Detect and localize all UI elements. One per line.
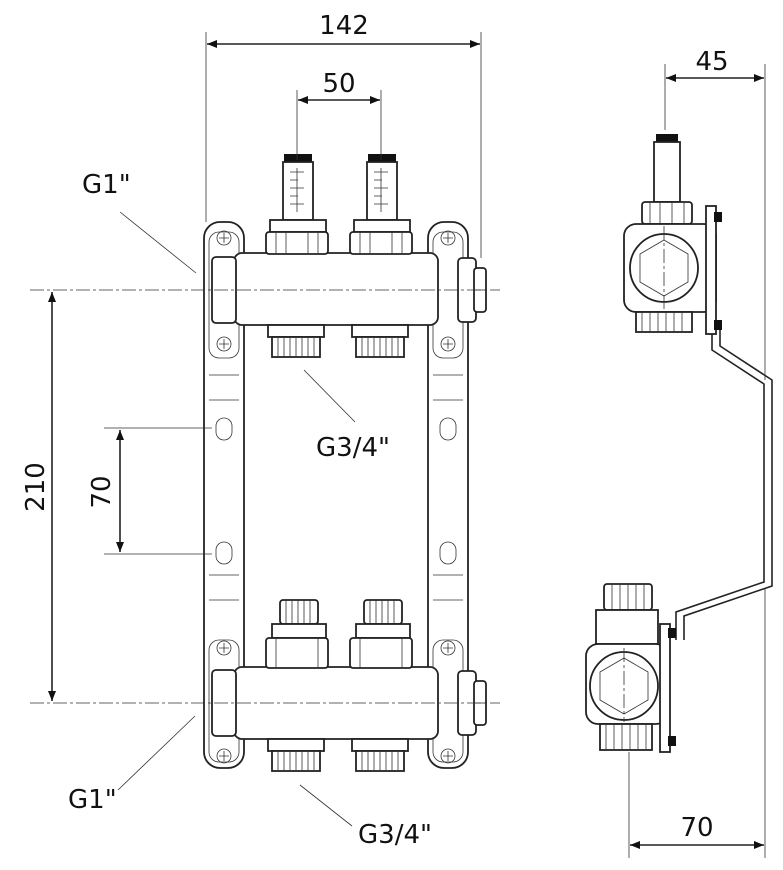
dim-header-spacing: 210 [21,462,51,512]
bottom-valve-right [349,599,413,669]
top-outlet-right [351,324,409,358]
label-inlet-bottom: G1" [68,785,117,815]
bottom-outlet-left [267,738,325,772]
top-flow-meter-right [349,154,413,255]
left-mounting-bracket [203,221,245,769]
dim-depth-top: 45 [695,47,728,77]
dim-width-total: 142 [319,11,369,41]
front-view [30,154,500,772]
side-dimensions: 45 70 [628,47,766,858]
label-outlet-bottom: G3/4" [358,820,432,850]
front-dimensions: 142 50 210 70 G1" G1" G3/4" G3/4" [21,11,482,850]
side-view [585,134,773,753]
dim-mount-hole-spacing: 70 [87,475,117,508]
bottom-valve-left [265,599,329,669]
dim-depth-bottom: 70 [680,813,713,843]
top-flow-meter-left [265,154,329,255]
side-top-valve [623,134,722,335]
dim-outlet-spacing: 50 [322,69,355,99]
top-outlet-left [267,324,325,358]
bottom-outlet-right [351,738,409,772]
side-bottom-valve [585,583,676,753]
side-bracket-arm [675,330,765,640]
label-outlet-top: G3/4" [316,433,390,463]
label-inlet-top: G1" [82,170,131,200]
